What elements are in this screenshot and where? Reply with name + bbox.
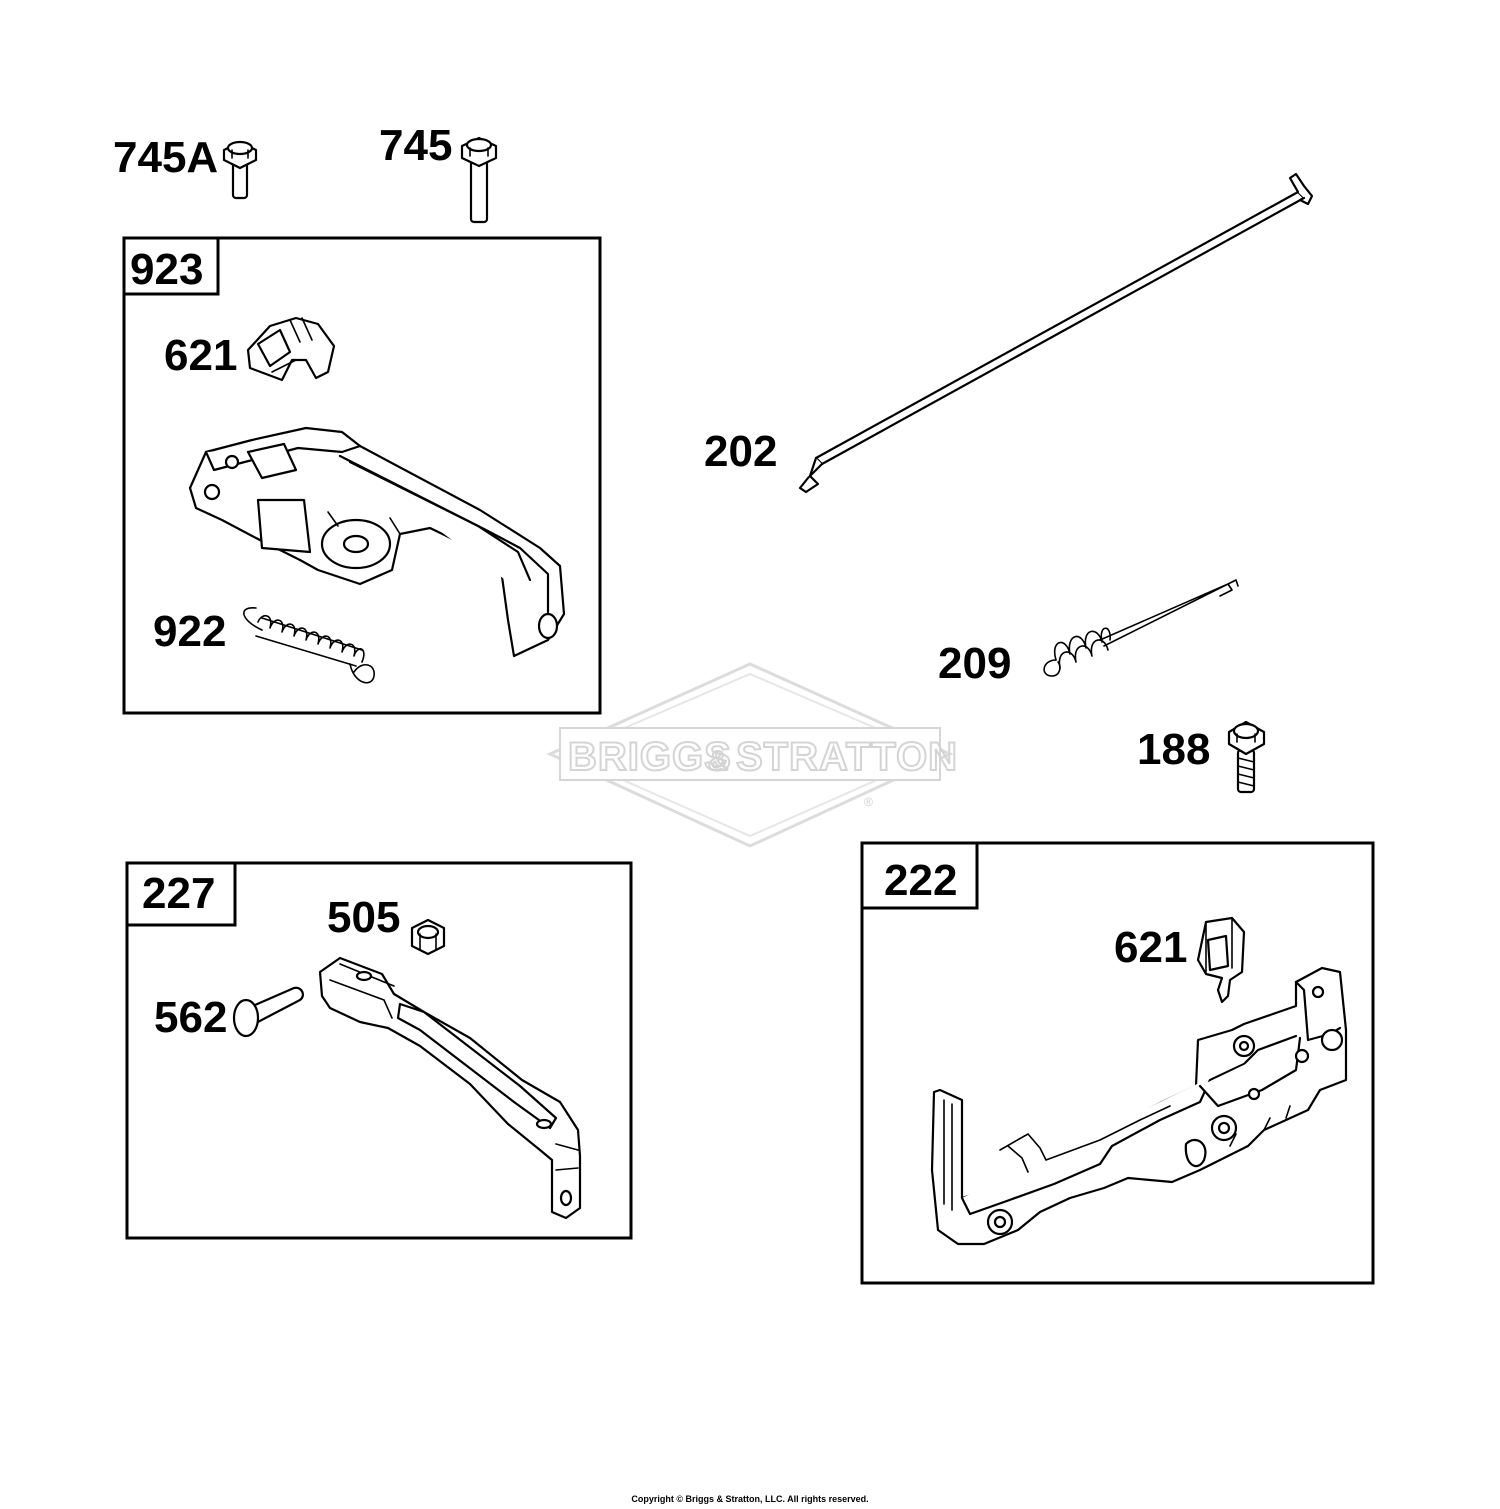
kit-tab-227 [125, 861, 237, 927]
label-505: 505 [327, 893, 400, 942]
clip-621-upper [246, 316, 336, 382]
bolt-188 [1227, 720, 1266, 794]
label-745A: 745A [113, 133, 218, 182]
pin-562 [232, 986, 304, 1038]
label-188: 188 [1137, 725, 1210, 774]
label-562: 562 [154, 993, 227, 1042]
label-621-lower: 621 [1114, 923, 1187, 972]
clip-621-lower [1196, 916, 1246, 1004]
label-745: 745 [379, 121, 452, 170]
label-202: 202 [704, 427, 777, 476]
bolt-745A [222, 140, 258, 200]
copyright-notice: Copyright © Briggs & Stratton, LLC. All … [631, 1494, 869, 1504]
watermark-registered-mark: ® [864, 795, 873, 809]
label-922: 922 [153, 607, 226, 656]
watermark-ampersand: & [708, 745, 729, 776]
kit-tab-923 [122, 236, 220, 296]
spring-922 [243, 607, 375, 684]
label-227: 227 [142, 869, 215, 918]
governor-rod-202 [798, 172, 1314, 494]
kit-box-222 [860, 841, 1375, 1285]
throttle-lever-227 [318, 956, 582, 1220]
kit-box-923 [122, 236, 602, 715]
control-bracket-222 [930, 966, 1348, 1246]
kit-tab-222 [860, 841, 979, 910]
label-209: 209 [938, 639, 1011, 688]
watermark-brand-right: STRATTON [736, 735, 958, 779]
label-621-upper: 621 [164, 331, 237, 380]
watermark-brand-left: BRIGGS [568, 735, 732, 779]
brand-watermark: BRIGGS & STRATTON ® [546, 662, 958, 848]
bolt-745 [460, 136, 498, 224]
governor-spring-209 [1043, 579, 1239, 677]
nut-505 [410, 918, 446, 956]
label-222: 222 [884, 856, 957, 905]
control-bracket-923 [188, 426, 566, 658]
kit-box-227 [125, 861, 633, 1240]
label-923: 923 [130, 245, 203, 294]
